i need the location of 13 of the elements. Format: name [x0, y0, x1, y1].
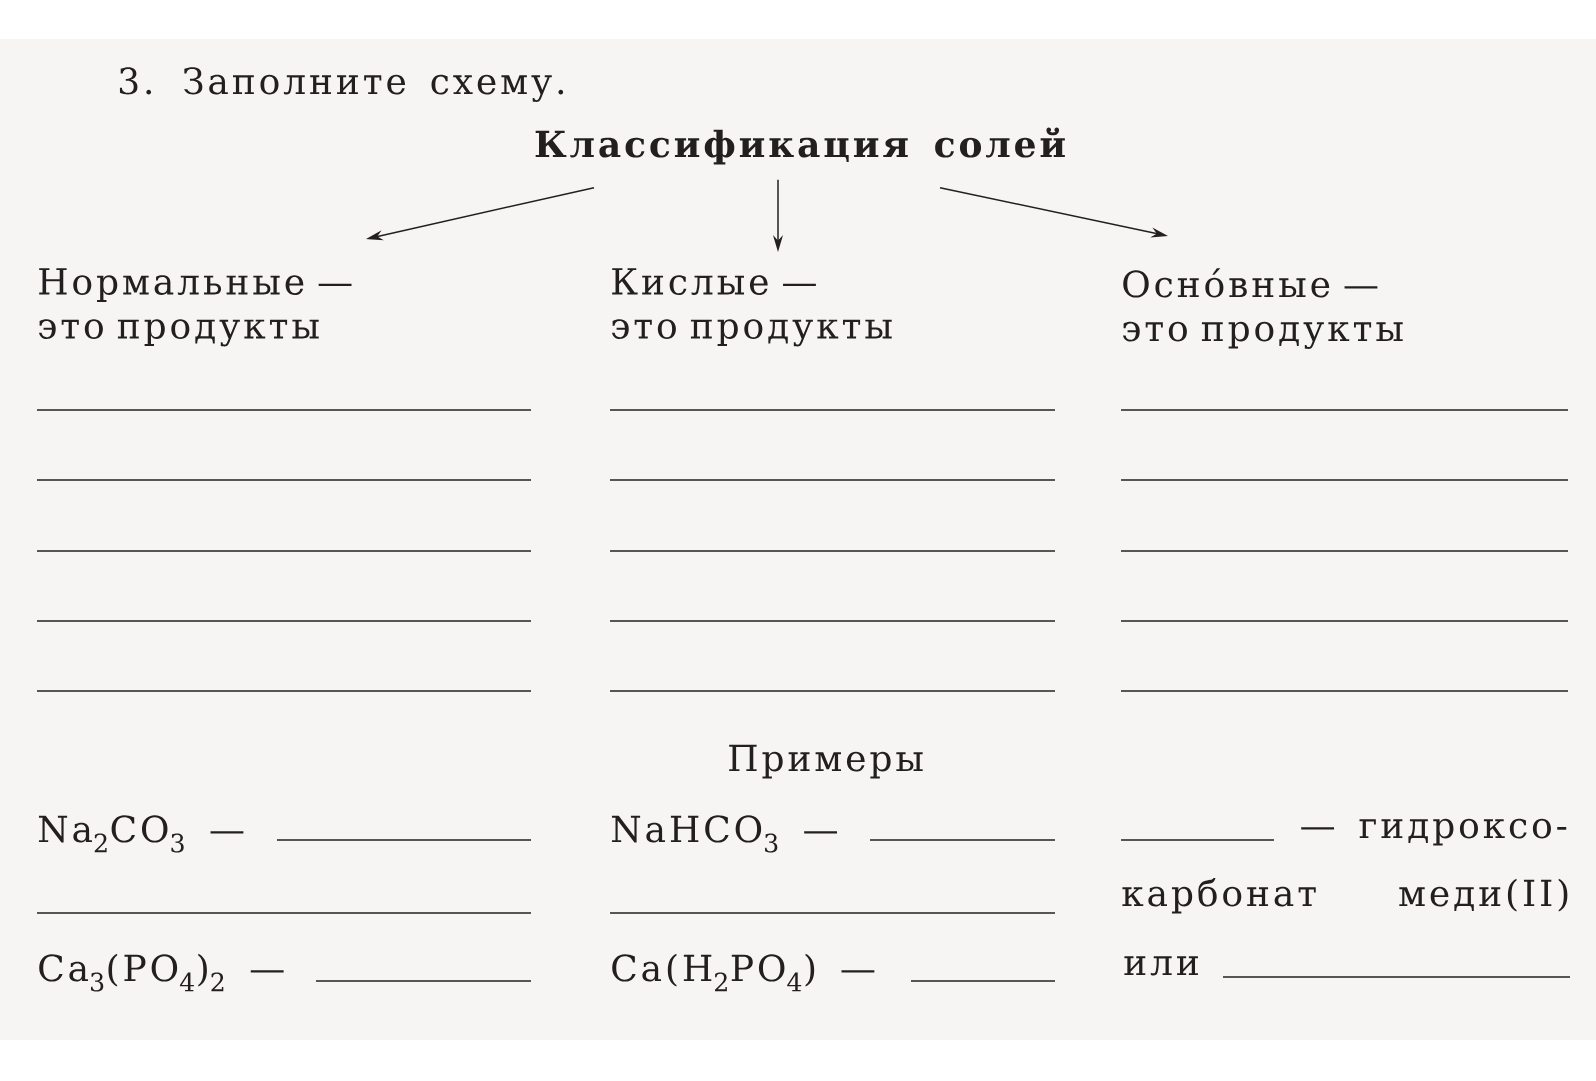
heading: Классификация солей — [535, 127, 1065, 165]
description-text: — гидроксо- — [1301, 818, 1567, 846]
formula-label: NaHCO$_{3}$ — — [611, 815, 837, 853]
category-label: Нормальные — это продукты — [39, 268, 352, 347]
label-text: или — [1124, 956, 1198, 976]
formula-label: Ca(H$_{2}$PO$_{4}$) — — [612, 953, 875, 992]
formula-label: Ca$_{3}$(PO$_{4}$)$_{2}$ — — [39, 953, 284, 992]
description-text: карбонат меди(II) — [1122, 878, 1568, 914]
section-label: Примеры — [729, 744, 923, 779]
category-label: Осно́вные — это продукты — [1123, 268, 1403, 349]
task-title: 3. Заполните схему. — [119, 67, 564, 102]
formula-label: Na$_{2}$CO$_{3}$ — — [38, 815, 244, 853]
category-label: Кислые — это продукты — [612, 268, 892, 347]
